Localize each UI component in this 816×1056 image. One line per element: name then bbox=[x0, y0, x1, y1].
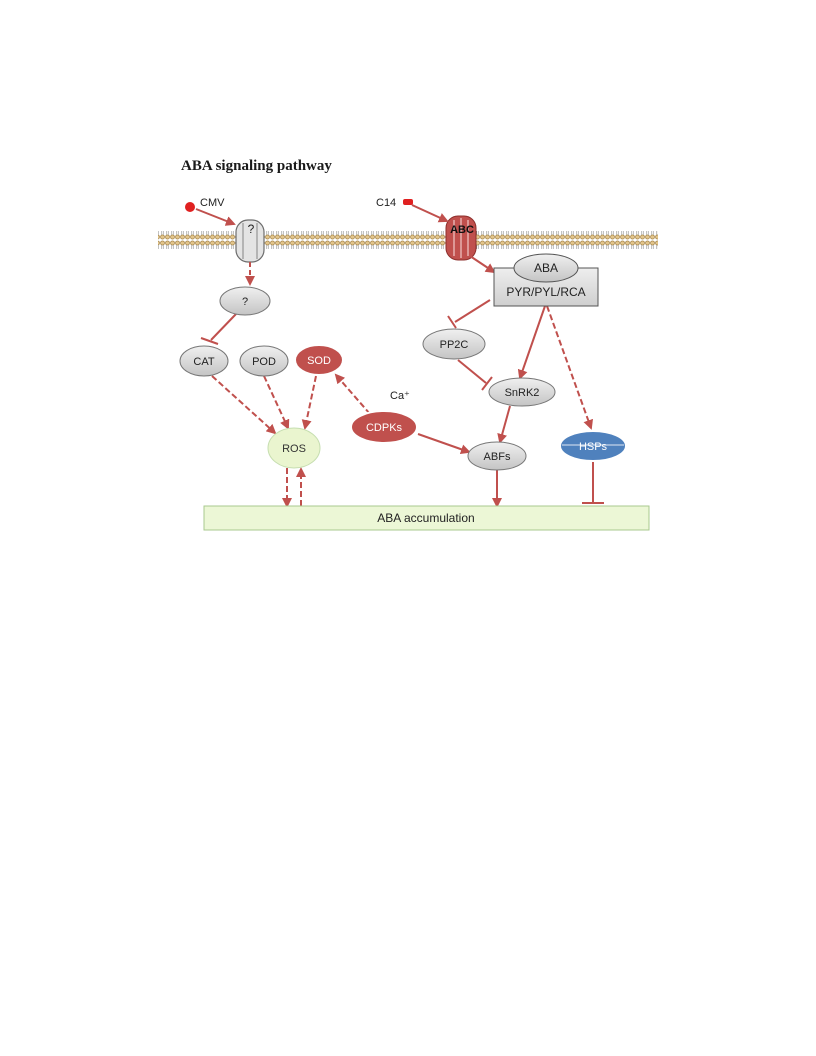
figure-title: ABA signaling pathway bbox=[181, 158, 332, 174]
snrk2-node bbox=[488, 377, 556, 407]
channel-unknown-label: ? bbox=[248, 222, 255, 236]
edge-cdpks-sod bbox=[334, 373, 371, 415]
edge-receptor-hsps bbox=[546, 305, 593, 430]
abc-label: ABC bbox=[450, 224, 474, 236]
pod-node bbox=[239, 345, 289, 377]
ca-label: Ca⁺ bbox=[390, 390, 410, 402]
ros-label: ROS bbox=[282, 443, 306, 455]
edge-cdpks-abfs bbox=[417, 433, 471, 455]
aba-node bbox=[513, 253, 579, 283]
edge-abc-receptor bbox=[469, 255, 496, 274]
abc-transporter bbox=[445, 215, 477, 261]
edge-snrk2-abfs bbox=[497, 405, 511, 444]
hsps-label: HSPs bbox=[579, 441, 608, 453]
abfs-node bbox=[467, 441, 527, 471]
sod-node bbox=[294, 344, 344, 376]
edge-receptor-snrk2 bbox=[517, 305, 546, 380]
edge-unknown-cat-bar bbox=[200, 337, 219, 345]
cmv-label: CMV bbox=[200, 197, 225, 209]
snrk2-label: SnRK2 bbox=[505, 387, 540, 399]
c14-label: C14 bbox=[376, 197, 396, 209]
abfs-label: ABFs bbox=[484, 451, 511, 463]
edge-pp2c-snrk2-bar bbox=[481, 376, 493, 391]
cell-membrane bbox=[158, 230, 658, 250]
c14-ligand-icon bbox=[403, 199, 413, 205]
edge-sod-ros bbox=[301, 375, 317, 430]
cat-label: CAT bbox=[193, 356, 214, 368]
receptor-label: PYR/PYL/RCA bbox=[506, 285, 585, 299]
edge-pod-ros bbox=[263, 375, 290, 430]
edge-c14-abc bbox=[411, 204, 449, 223]
cmv-ligand-icon bbox=[185, 202, 195, 212]
hsps-node bbox=[559, 430, 627, 462]
pp2c-node bbox=[422, 328, 486, 360]
edge-receptor-pp2c bbox=[454, 299, 491, 323]
cdpks-label: CDPKs bbox=[366, 422, 403, 434]
edge-cat-ros bbox=[211, 375, 277, 435]
pod-label: POD bbox=[252, 356, 276, 368]
sod-label: SOD bbox=[307, 355, 331, 367]
aba-accumulation-label: ABA accumulation bbox=[377, 511, 474, 525]
aba-label: ABA bbox=[534, 261, 558, 275]
cdpks-node bbox=[350, 410, 418, 444]
unknown-node bbox=[219, 286, 271, 316]
edge-unknown-cat bbox=[210, 313, 237, 341]
unknown-label: ? bbox=[242, 296, 248, 308]
edge-cmv-channel bbox=[195, 208, 236, 226]
edge-pp2c-snrk2 bbox=[457, 359, 487, 384]
edge-receptor-pp2c-bar bbox=[447, 315, 457, 329]
cat-node bbox=[179, 345, 229, 377]
aba-accumulation-bar bbox=[203, 505, 650, 531]
pp2c-label: PP2C bbox=[440, 339, 469, 351]
ros-node bbox=[267, 427, 321, 469]
